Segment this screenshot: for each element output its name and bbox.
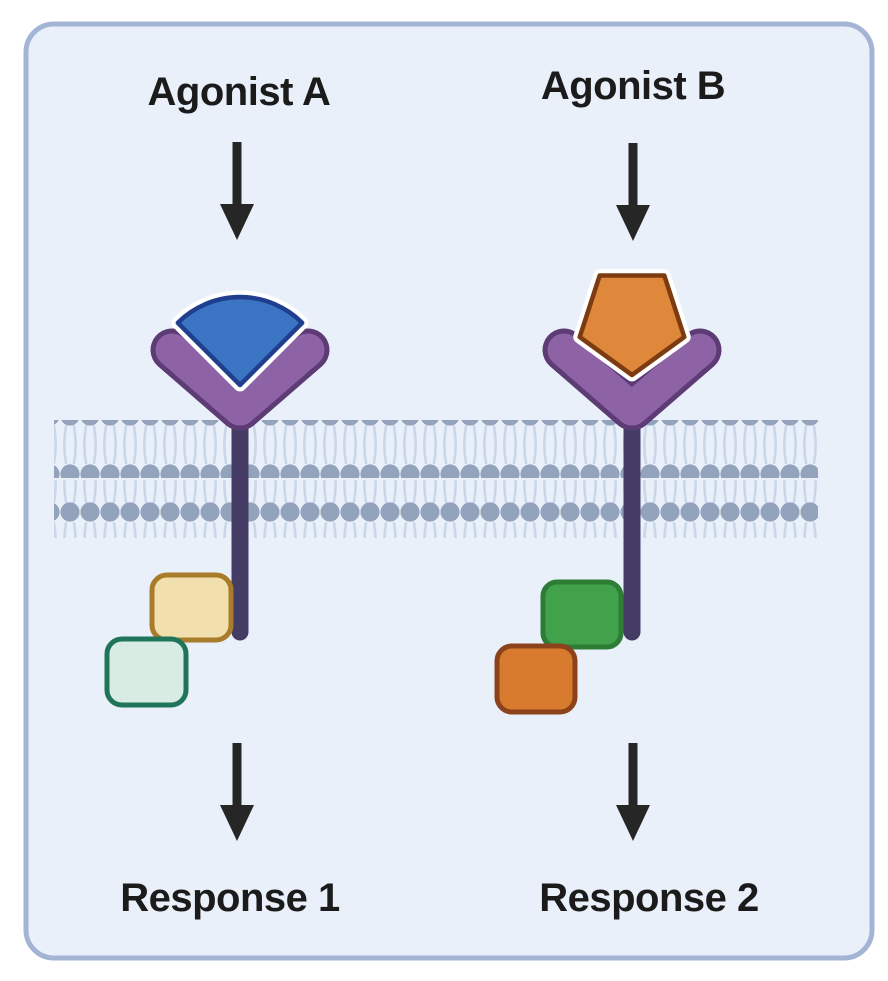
membrane-outer-leaflet: [54, 420, 818, 478]
agonist-b-label: Agonist B: [540, 64, 726, 108]
effector-b1-green: [540, 579, 624, 650]
ligand-a-fan: [171, 290, 309, 392]
effector-b2-orange: [494, 643, 578, 715]
membrane-inner-leaflet: [54, 480, 818, 538]
ligand-a-shape: [175, 294, 305, 388]
ligand-b-pentagon: [573, 269, 691, 382]
response-1-label: Response 1: [120, 876, 340, 920]
effectors-pathway-b: [494, 579, 624, 715]
effector-a1-tan: [149, 572, 234, 643]
response-2-label: Response 2: [539, 876, 759, 920]
plasma-membrane: [54, 420, 818, 538]
effectors-pathway-a: [104, 572, 234, 708]
agonist-a-label: Agonist A: [147, 70, 331, 114]
ligand-b-shape: [577, 273, 687, 378]
effector-a2-mint: [104, 636, 189, 708]
